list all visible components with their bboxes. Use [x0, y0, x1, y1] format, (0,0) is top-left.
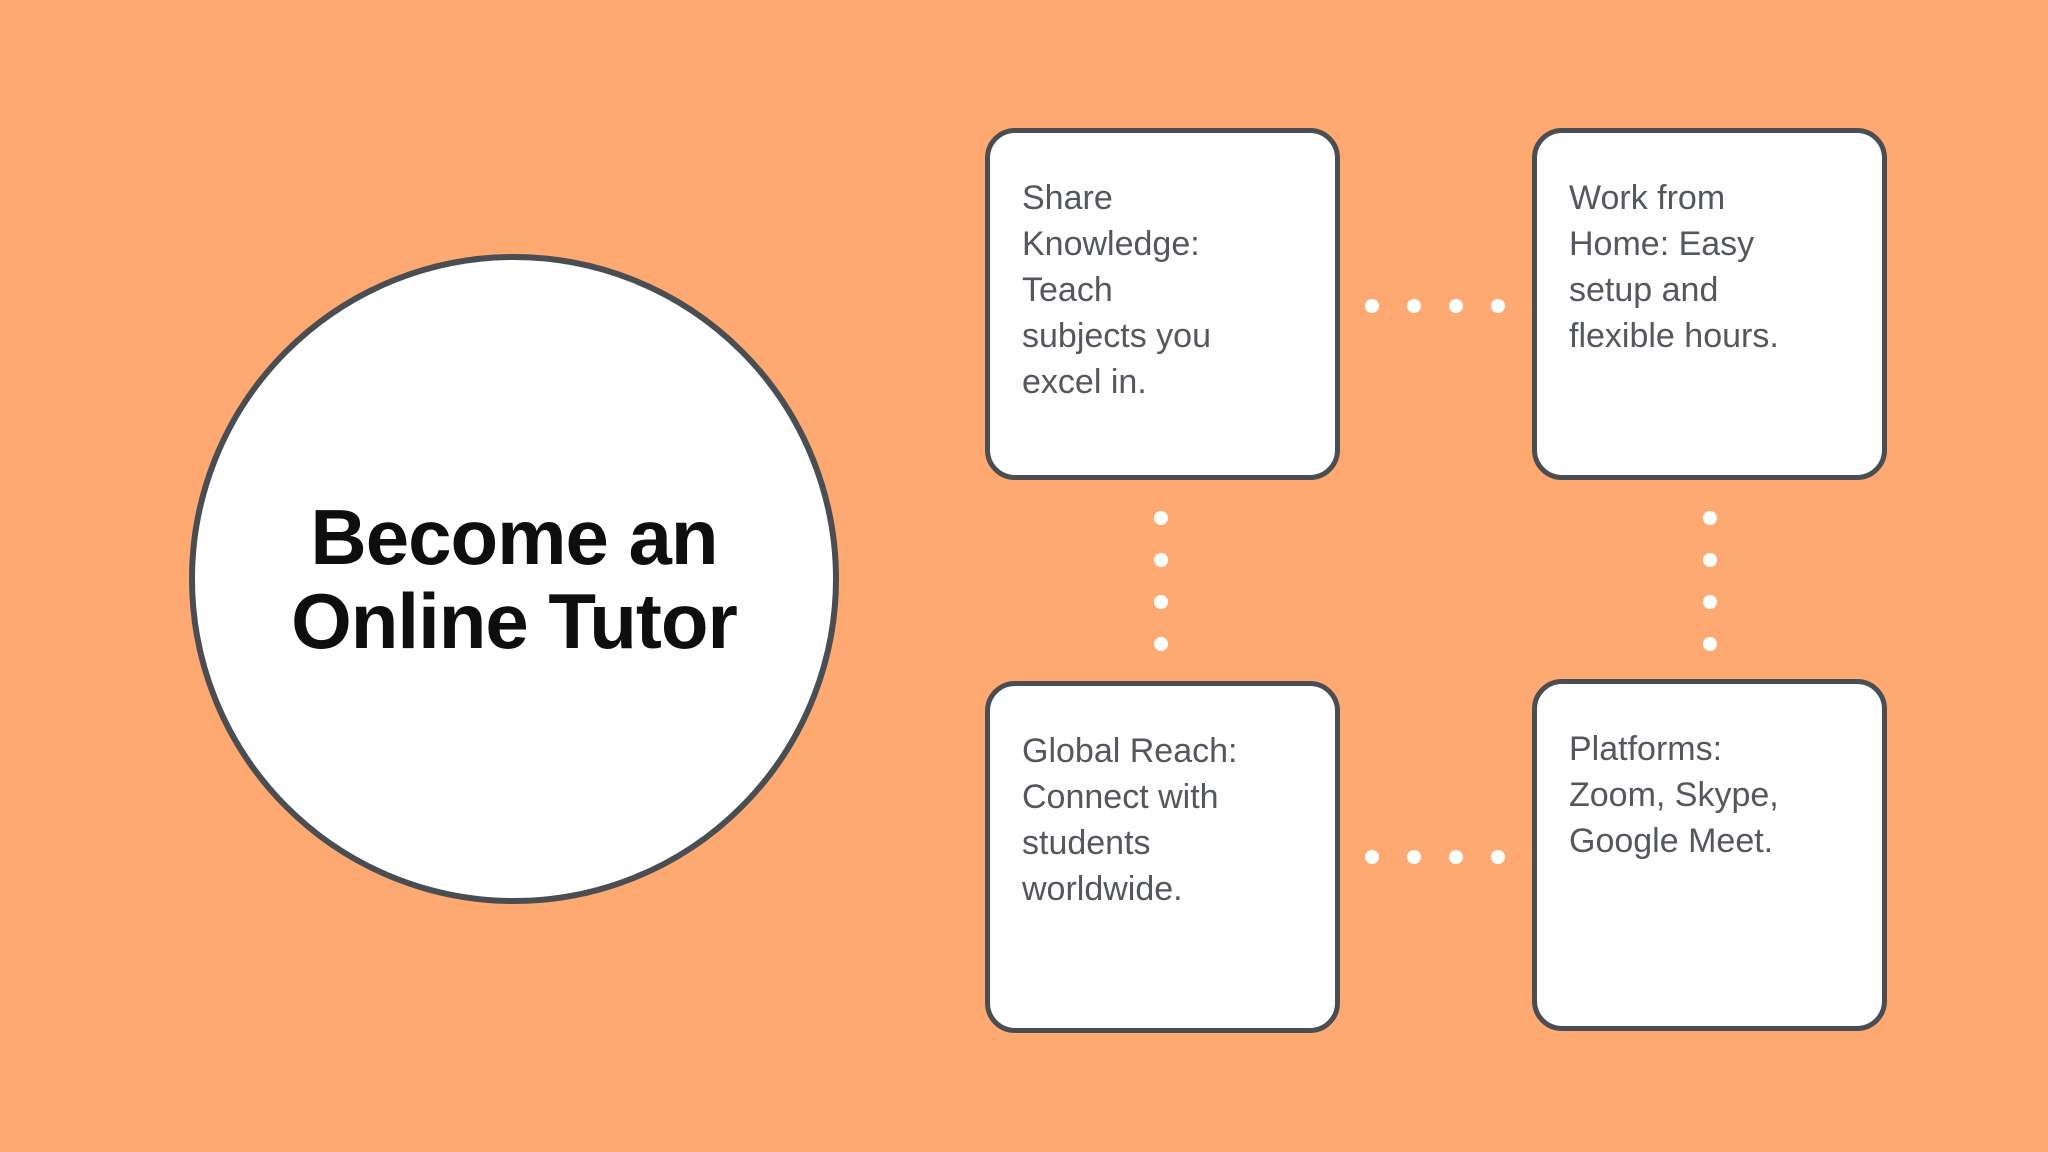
card-work-from-home: Work from Home: Easy setup and flexible …: [1532, 128, 1887, 480]
dot: [1154, 595, 1168, 609]
dot: [1407, 299, 1421, 313]
dot: [1365, 850, 1379, 864]
dot: [1449, 850, 1463, 864]
dot: [1154, 553, 1168, 567]
dot: [1407, 850, 1421, 864]
connector-dots-left-vertical: [1154, 511, 1168, 651]
card-platforms-text: Platforms: Zoom, Skype, Google Meet.: [1569, 730, 1779, 860]
connector-dots-top-horizontal: [1365, 299, 1505, 313]
dot: [1154, 511, 1168, 525]
dot: [1491, 299, 1505, 313]
card-work-from-home-text: Work from Home: Easy setup and flexible …: [1569, 179, 1779, 355]
dot: [1365, 299, 1379, 313]
dot: [1491, 850, 1505, 864]
center-circle: Become an Online Tutor: [189, 254, 839, 904]
card-share-knowledge: Share Knowledge: Teach subjects you exce…: [985, 128, 1340, 480]
card-global-reach: Global Reach: Connect with students worl…: [985, 681, 1340, 1033]
connector-dots-bottom-horizontal: [1365, 850, 1505, 864]
dot: [1703, 637, 1717, 651]
dot: [1703, 553, 1717, 567]
dot: [1703, 511, 1717, 525]
card-global-reach-text: Global Reach: Connect with students worl…: [1022, 732, 1238, 908]
dot: [1703, 595, 1717, 609]
dot: [1154, 637, 1168, 651]
card-share-knowledge-text: Share Knowledge: Teach subjects you exce…: [1022, 179, 1211, 401]
page-title: Become an Online Tutor: [291, 493, 738, 665]
dot: [1449, 299, 1463, 313]
card-platforms: Platforms: Zoom, Skype, Google Meet.: [1532, 679, 1887, 1031]
connector-dots-right-vertical: [1703, 511, 1717, 651]
